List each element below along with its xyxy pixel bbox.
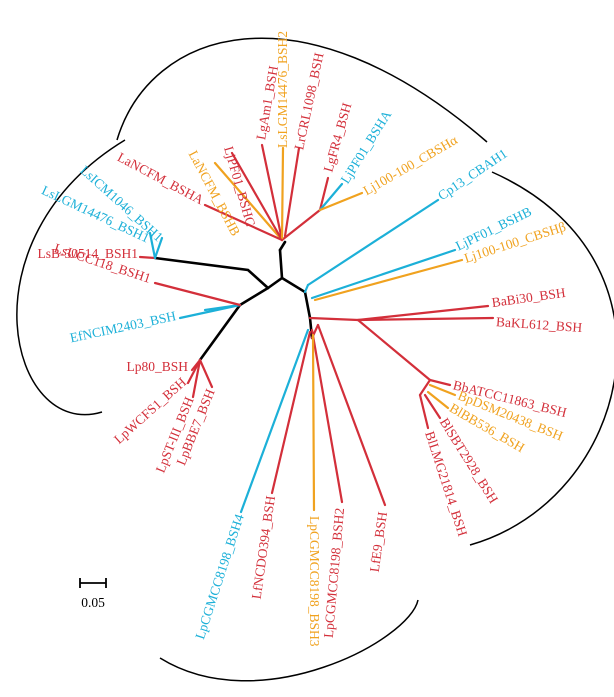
leaf-label-lpcgmcc8198_bsh3: LpCGMCC8198_BSH3 bbox=[307, 516, 322, 647]
branch-lgam1_bsh bbox=[260, 143, 284, 242]
scale-bar-label: 0.05 bbox=[81, 595, 105, 610]
branch-ljpf01_bshc bbox=[230, 151, 284, 242]
leaf-label-lfncdo394_bsh: LfNCDO394_BSH bbox=[249, 495, 278, 601]
leaf-label-lp80_bsh: Lp80_BSH bbox=[126, 359, 188, 374]
branch-blbb536_bsh bbox=[426, 390, 450, 410]
branch-lpst-iii_bsh bbox=[191, 358, 202, 399]
branch-lpcgmcc8198_bsh2 bbox=[310, 328, 344, 504]
backbone-bottom bbox=[308, 316, 314, 340]
internal-branch-0 bbox=[280, 208, 322, 242]
internal-branch-2 bbox=[308, 316, 360, 322]
leaf-labels: LaNCFM_BSHBLjPF01_BSHCLgAm1_BSHLsLGM1447… bbox=[37, 31, 582, 647]
branch-lfncdo394_bsh bbox=[270, 330, 312, 495]
leaf-label-bakl612_bsh: BaKL612_BSH bbox=[496, 314, 583, 335]
branch-lpcgmcc8198_bsh3 bbox=[311, 333, 316, 512]
backbone-top bbox=[278, 240, 287, 252]
branch-bllmg21814_bsh bbox=[418, 393, 430, 430]
internal-branch-3 bbox=[356, 318, 432, 382]
branch-lgfr4_bsh bbox=[318, 176, 330, 212]
backbone-core bbox=[266, 248, 312, 320]
scale-bar: 0.05 bbox=[79, 578, 107, 610]
leaf-label-lpcgmcc8198_bsh2: LpCGMCC8198_BSH2 bbox=[321, 507, 347, 638]
leaf-label-lrcrl1098_bsh: LrCRL1098_BSH bbox=[291, 51, 326, 151]
leaf-label-lslgm14476_bsh2: LsLGM14476_BSH2 bbox=[275, 31, 290, 148]
branch-lp80_bsh bbox=[190, 358, 202, 372]
clade-arc-bottom bbox=[159, 599, 419, 682]
tree-backbone bbox=[153, 240, 314, 362]
branch-lslgm14476_bsh1 bbox=[148, 231, 157, 260]
branch-lancfm_bshb bbox=[213, 161, 284, 242]
internal-branch-1 bbox=[303, 283, 310, 294]
branch-cp13_cbah1 bbox=[306, 198, 440, 287]
branch-lslgm14476_bsh2 bbox=[280, 146, 285, 242]
leaf-label-lfe9_bsh: LfE9_BSH bbox=[367, 511, 390, 573]
leaf-label-babi30_bsh: BaBi30_BSH bbox=[491, 285, 567, 310]
branch-ljpf01_bshb bbox=[310, 248, 457, 300]
clade-arc-top bbox=[116, 37, 488, 143]
clade-arc-left bbox=[16, 139, 126, 416]
branch-blsbt2928_bsh bbox=[423, 393, 442, 420]
branch-lj100-100_cbsha bbox=[318, 191, 364, 212]
branches bbox=[138, 143, 495, 514]
backbone-left-upper bbox=[153, 256, 270, 290]
branch-lj100-100_cbshb bbox=[313, 258, 464, 302]
leaf-label-lsb-30514_bsh1: LsB-30514_BSH1 bbox=[37, 246, 138, 261]
branch-bpdsm20438_bsh bbox=[428, 383, 457, 397]
branch-lrcrl1098_bsh bbox=[283, 146, 301, 238]
branch-bbatcc11863_bsh bbox=[428, 378, 452, 387]
branch-lsicm1046_bsh1 bbox=[153, 236, 164, 260]
branch-babi30_bsh bbox=[356, 304, 490, 322]
branch-efncim2403_bsh bbox=[178, 303, 242, 320]
branch-lpcgmcc8198_bsh4 bbox=[239, 328, 310, 514]
clade-arc-right bbox=[469, 171, 614, 546]
branch-bakl612_bsh bbox=[356, 316, 495, 322]
branch-lancfm_bsha bbox=[203, 203, 284, 242]
branch-lsb-30514_bsh1 bbox=[138, 255, 157, 260]
backbone-left-lower bbox=[198, 286, 270, 362]
clade-arcs bbox=[16, 37, 614, 682]
internal-branch-4 bbox=[418, 378, 432, 397]
leaf-label-efncim2403_bsh: EfNCIM2403_BSH bbox=[68, 308, 177, 345]
branch-lsucc118_bsh1 bbox=[153, 281, 242, 307]
branch-lpbbe7_bsh bbox=[198, 358, 214, 389]
branch-ljpf01_bsha bbox=[318, 182, 344, 212]
branch-lfe9_bsh bbox=[316, 323, 387, 507]
leaf-label-lpcgmcc8198_bsh4: LpCGMCC8198_BSH4 bbox=[192, 512, 247, 641]
